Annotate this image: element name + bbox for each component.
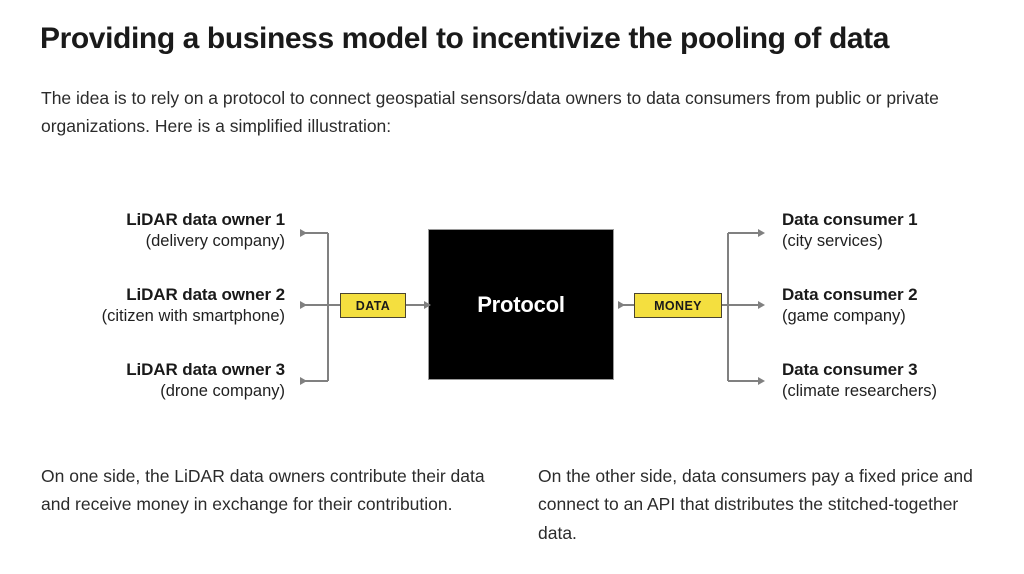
- node-subtitle: (citizen with smartphone): [101, 307, 285, 326]
- node-lidar-data-owner-3[interactable]: LiDAR data owner 3 (drone company): [0, 359, 285, 403]
- footer-paragraph-right: On the other side, data consumers pay a …: [538, 466, 973, 543]
- badge-money[interactable]: MONEY: [634, 293, 722, 318]
- node-title: Data consumer 1: [782, 210, 918, 229]
- diagram-canvas: LiDAR data owner 1 (delivery company) Li…: [0, 185, 1024, 420]
- intro-paragraph: The idea is to rely on a protocol to con…: [41, 88, 939, 137]
- node-title: LiDAR data owner 1: [126, 210, 285, 229]
- node-lidar-data-owner-2[interactable]: LiDAR data owner 2 (citizen with smartph…: [0, 284, 286, 328]
- node-data-consumer-1[interactable]: Data consumer 1 (city services): [782, 209, 1024, 253]
- node-subtitle: (climate researchers): [782, 382, 937, 401]
- node-data-consumer-3[interactable]: Data consumer 3 (climate researchers): [782, 359, 1024, 403]
- protocol-box[interactable]: Protocol: [428, 229, 614, 380]
- badge-data[interactable]: DATA: [340, 293, 406, 318]
- page-title: Providing a business model to incentiviz…: [40, 22, 890, 55]
- node-subtitle: (city services): [782, 232, 883, 251]
- node-subtitle: (drone company): [160, 382, 285, 401]
- footer-paragraph-left: On one side, the LiDAR data owners contr…: [41, 466, 485, 515]
- connector-lines: [300, 229, 765, 385]
- protocol-label: Protocol: [477, 291, 565, 317]
- node-title: Data consumer 2: [782, 285, 918, 304]
- node-data-consumer-2[interactable]: Data consumer 2 (game company): [782, 284, 1024, 328]
- node-subtitle: (delivery company): [145, 232, 285, 251]
- node-title: LiDAR data owner 2: [126, 285, 285, 304]
- node-title: Data consumer 3: [782, 360, 918, 379]
- node-title: LiDAR data owner 3: [126, 360, 285, 379]
- node-subtitle: (game company): [782, 307, 906, 326]
- node-lidar-data-owner-1[interactable]: LiDAR data owner 1 (delivery company): [0, 209, 285, 253]
